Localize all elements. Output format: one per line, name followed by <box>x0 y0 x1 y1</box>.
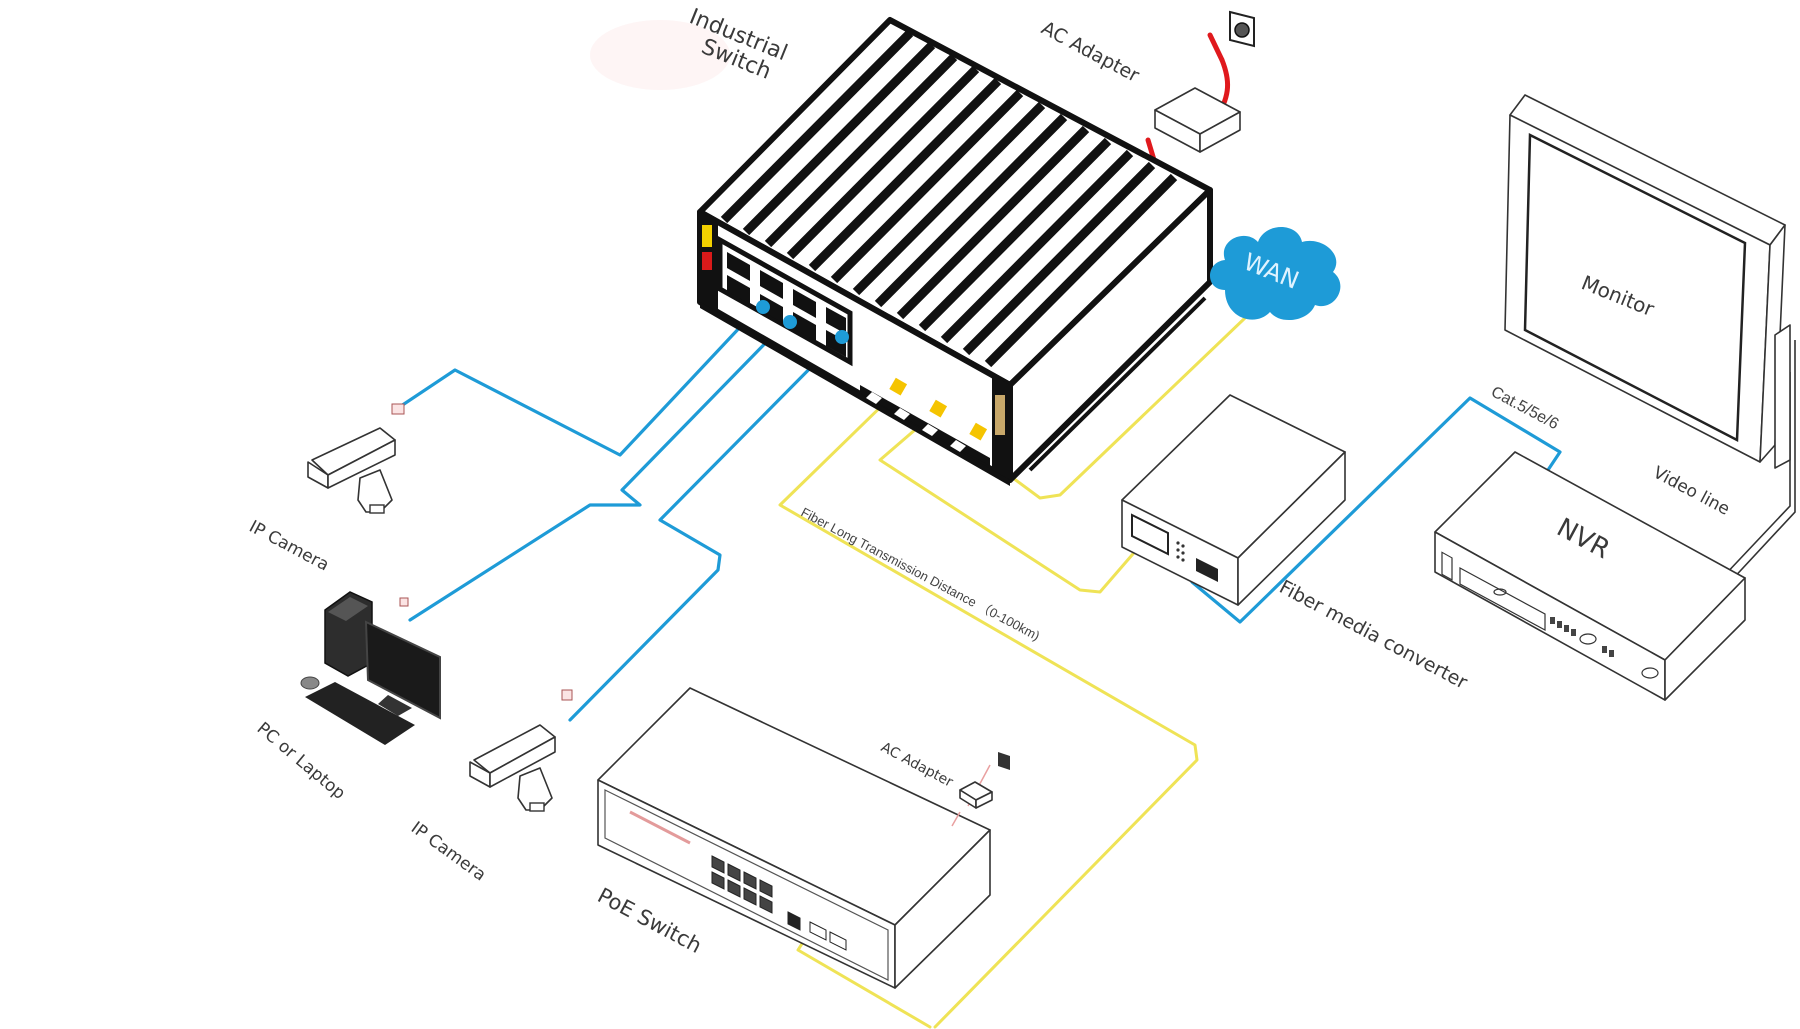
fiber-connector <box>969 422 988 441</box>
fiber-connector <box>929 399 948 418</box>
fiber-connector <box>889 377 908 396</box>
ip-camera-1-label: IP Camera <box>246 517 333 576</box>
sfp-ports <box>860 385 990 466</box>
wan-cloud-icon <box>1210 227 1341 321</box>
ip-camera-1-icon <box>307 403 405 514</box>
ethernet-cable-ip-camera-2 <box>568 338 840 722</box>
ac-adapter-poe <box>951 752 1010 827</box>
watermark <box>590 20 730 90</box>
pc-icon <box>300 591 441 745</box>
heatsink-fins <box>720 29 1178 368</box>
fiber-media-converter <box>1121 394 1346 606</box>
fiber-media-converter-label: Fiber media converter <box>1276 576 1471 694</box>
ethernet-cable-ip-camera-1 <box>393 306 760 457</box>
fiber-cable-media-converter <box>878 408 1147 594</box>
poe-switch-label: PoE Switch <box>594 883 706 958</box>
poe-ports <box>711 855 847 951</box>
cat-cable-label: Cat.5/5e/6 <box>1488 384 1561 434</box>
industrial-switch <box>697 17 1213 486</box>
ac-adapter-label-top: AC Adapter <box>1038 17 1143 87</box>
wall-outlet-icon <box>1229 10 1255 48</box>
ip-camera-2-label: IP Camera <box>407 818 489 886</box>
fiber-cable-poe-switch <box>778 388 1199 1029</box>
ethernet-connector <box>756 300 770 314</box>
fiber-distance-label: Fiber Long Transmission Distance （0-100k… <box>799 504 1043 643</box>
pc-label: PC or Laptop <box>253 719 349 804</box>
rj45-ports <box>727 252 846 357</box>
ethernet-connector <box>835 330 849 344</box>
video-line-label: Video line <box>1650 463 1733 520</box>
poe-switch <box>597 687 991 989</box>
ac-adapter-industrial <box>1154 87 1241 153</box>
nvr <box>1434 451 1746 701</box>
ip-camera-2-icon <box>469 689 573 812</box>
ethernet-cable-pc <box>408 320 788 622</box>
ethernet-connector <box>783 315 797 329</box>
monitor <box>1504 94 1791 469</box>
